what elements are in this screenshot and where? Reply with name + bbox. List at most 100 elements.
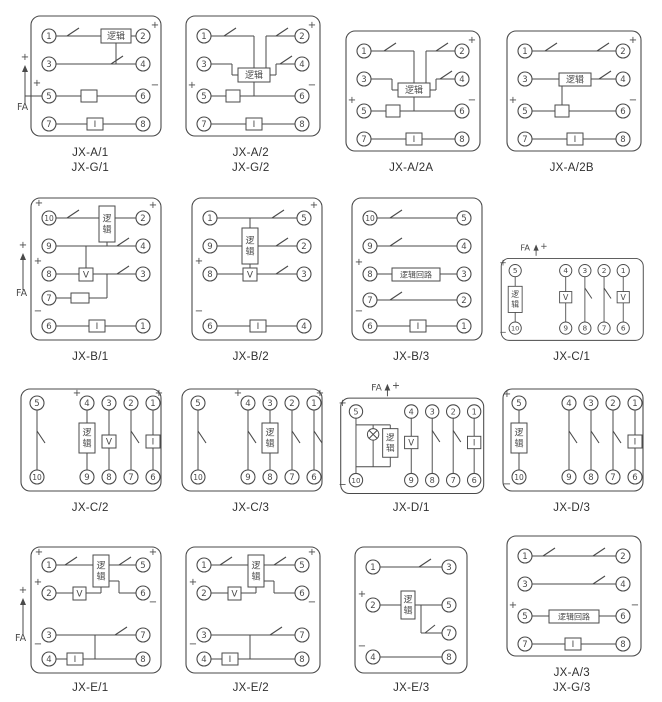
component-box (101, 434, 117, 449)
polarity-mark: − (339, 480, 347, 491)
terminal-circle (583, 469, 599, 485)
terminal-number: 3 (107, 399, 112, 409)
terminal-number: 6 (368, 322, 373, 332)
relay-outline (502, 388, 644, 492)
contact-switch (66, 27, 80, 37)
diagram-caption-line: JX-D/1 (392, 502, 430, 515)
terminal-number: 7 (289, 473, 294, 483)
terminal-circle (365, 649, 381, 665)
terminal-number: 7 (368, 296, 373, 306)
polarity-mark: − (629, 95, 637, 106)
component-label: I (413, 135, 416, 145)
component-box (507, 286, 523, 314)
component-label: V (231, 589, 238, 599)
terminal-number: 5 (362, 107, 367, 117)
terminal-circle (445, 404, 461, 419)
terminal-number: 7 (610, 473, 615, 483)
contact-switch (275, 27, 289, 37)
terminal-circle (41, 318, 57, 334)
diagram-caption-line: JX-G/3 (552, 681, 591, 694)
terminal-circle (190, 469, 206, 485)
component-box (400, 590, 416, 620)
terminal-circle (616, 321, 630, 336)
terminal-circle (558, 321, 572, 336)
terminal-number: 7 (447, 629, 452, 639)
component-box (88, 319, 106, 333)
component-label-char: 辑 (97, 570, 106, 582)
diagram-caption: JX-D/3 (553, 501, 590, 516)
terminal-number: 10 (511, 325, 519, 333)
terminal-circle (240, 469, 256, 485)
terminal-circle (456, 318, 472, 334)
terminal-number: 8 (582, 324, 587, 333)
component-label-char: 辑 (265, 438, 274, 450)
relay-outline (30, 546, 162, 674)
terminal-number: 7 (299, 631, 304, 641)
polarity-mark: + (503, 389, 511, 400)
contact-switch (269, 626, 283, 636)
terminal-circle (615, 548, 631, 564)
fa-label: FA (371, 383, 382, 393)
terminal-number: 3 (267, 399, 272, 409)
diagram-caption-line: JX-D/3 (553, 502, 591, 515)
polarity-mark: + (34, 256, 42, 267)
relay-outline (345, 30, 481, 152)
polarity-mark: + (499, 259, 506, 269)
component-label-char: 辑 (83, 438, 92, 450)
terminal-number: 4 (301, 322, 306, 332)
component-label: 逻辑回路 (400, 269, 432, 279)
terminal-circle (517, 608, 533, 624)
fa-arrow-head-icon (22, 65, 29, 72)
contact-switch (568, 430, 578, 444)
component-box (98, 205, 116, 243)
terminal-number: 9 (409, 475, 414, 485)
terminal-number: 1 (632, 399, 637, 409)
terminal-number: 8 (267, 473, 272, 483)
diagram-caption: JX-B/1 (72, 350, 108, 365)
component-box (405, 132, 423, 146)
terminal-circle (123, 395, 139, 411)
terminal-circle (615, 636, 631, 652)
component-label: 逻辑 (245, 69, 263, 81)
terminal-number: 2 (301, 242, 306, 252)
fa-polarity-mark: + (21, 52, 29, 63)
relay-outline (20, 388, 162, 492)
polarity-mark: + (509, 95, 517, 106)
terminal-circle (517, 71, 533, 87)
terminal-circle (466, 472, 482, 488)
diagram-caption-line: JX-E/2 (232, 681, 269, 694)
terminal-circle (41, 116, 57, 132)
terminal-number: 8 (107, 473, 112, 483)
terminal-number: 5 (353, 406, 358, 416)
terminal-circle (284, 469, 300, 485)
terminal-circle (615, 43, 631, 59)
terminal-number: 7 (129, 473, 134, 483)
terminal-circle (456, 266, 472, 282)
component-label-char: 辑 (103, 223, 112, 235)
diagram-caption-line: JX-C/1 (553, 350, 591, 363)
terminal-circle (196, 585, 212, 601)
terminal-circle (517, 636, 533, 652)
diagram-caption: JX-A/2B (550, 161, 594, 176)
contact-switch (116, 237, 130, 247)
component-box (404, 435, 419, 449)
component-label: V (620, 293, 626, 302)
terminal-circle (262, 469, 278, 485)
component-box (242, 267, 258, 282)
component-label: 逻辑 (107, 30, 125, 42)
terminal-circle (596, 321, 611, 336)
polarity-mark: − (195, 306, 203, 317)
terminal-circle (79, 469, 95, 485)
terminal-circle (583, 395, 599, 411)
diagram-caption-line: JX-C/3 (232, 502, 270, 515)
terminal-circle (294, 557, 310, 573)
terminal-number: 3 (362, 75, 367, 85)
terminal-number: 2 (201, 589, 206, 599)
terminal-circle (517, 548, 533, 564)
polarity-mark: + (155, 388, 163, 399)
